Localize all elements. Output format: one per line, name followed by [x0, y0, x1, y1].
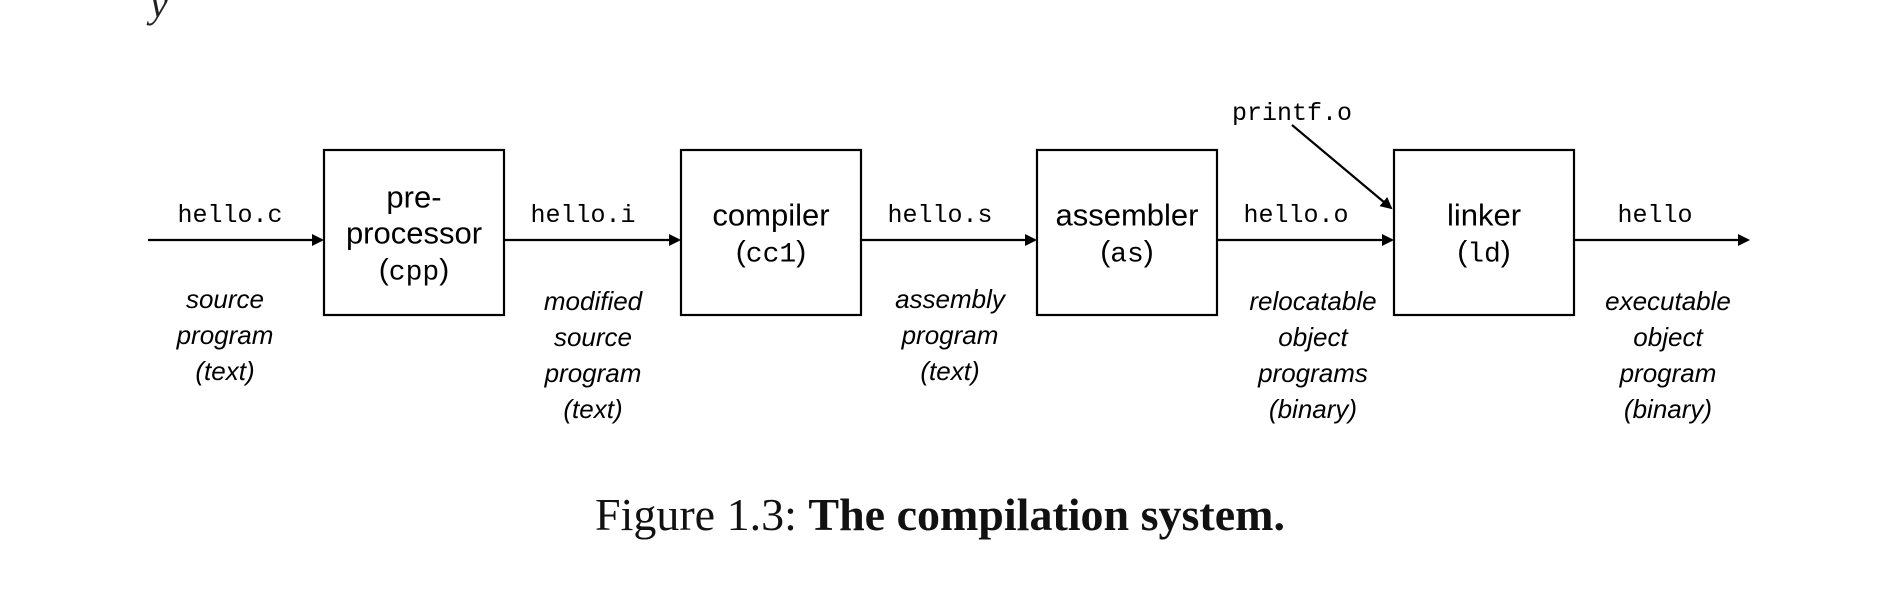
description-1-line-3: (text): [195, 356, 254, 386]
description-3-line-2: program: [901, 320, 999, 350]
stage-title-3-line-1: assembler: [1056, 198, 1199, 233]
stage-box-1: [322, 148, 506, 317]
compilation-diagram: pre-processor(cpp) compiler(cc1) assembler…: [148, 99, 1750, 424]
file-label-5: hello: [1617, 201, 1692, 230]
description-3-line-3: (text): [920, 356, 979, 386]
file-label-2: hello.i: [530, 201, 635, 230]
stage-title-4-line-1: linker: [1447, 198, 1521, 233]
description-2-line-3: program: [544, 358, 642, 388]
description-4-line-1: relocatable: [1249, 286, 1376, 316]
stage-tool-1: (cpp): [379, 254, 449, 289]
description-4-line-2: object: [1278, 322, 1349, 352]
stage-tool-4: (ld): [1457, 236, 1511, 271]
stage-title-2-line-1: compiler: [712, 198, 829, 233]
stage-tool-2: (cc1): [736, 236, 806, 271]
description-1-line-1: source: [186, 284, 264, 314]
file-label-3: hello.s: [887, 201, 992, 230]
description-2-line-2: source: [554, 322, 632, 352]
caption-title: The compilation system.: [808, 489, 1285, 540]
description-5-line-2: object: [1633, 322, 1704, 352]
top-text-fragment: y: [150, 0, 168, 26]
figure-caption: Figure 1.3: The compilation system.: [0, 488, 1880, 541]
caption-prefix: Figure 1.3:: [595, 489, 797, 540]
stage-box-2: [679, 148, 863, 317]
stage-title-1-line-1: pre-: [386, 180, 441, 215]
description-4-line-4: (binary): [1269, 394, 1357, 424]
description-2-line-1: modified: [544, 286, 644, 316]
description-5-line-1: executable: [1605, 286, 1731, 316]
description-4-line-3: programs: [1257, 358, 1368, 388]
description-5-line-3: program: [1619, 358, 1717, 388]
side-input-label: printf.o: [1232, 99, 1352, 128]
side-input-arrow: [1291, 124, 1393, 210]
description-5-line-4: (binary): [1624, 394, 1712, 424]
stage-title-1-line-2: processor: [346, 216, 482, 251]
file-label-1: hello.c: [177, 201, 282, 230]
stage-box-3: [1035, 148, 1219, 317]
description-1-line-2: program: [176, 320, 274, 350]
description-2-line-4: (text): [563, 394, 622, 424]
stage-box-4: [1392, 148, 1576, 317]
description-3-line-1: assembly: [895, 284, 1007, 314]
file-label-4: hello.o: [1243, 201, 1348, 230]
stage-tool-3: (as): [1100, 236, 1154, 271]
